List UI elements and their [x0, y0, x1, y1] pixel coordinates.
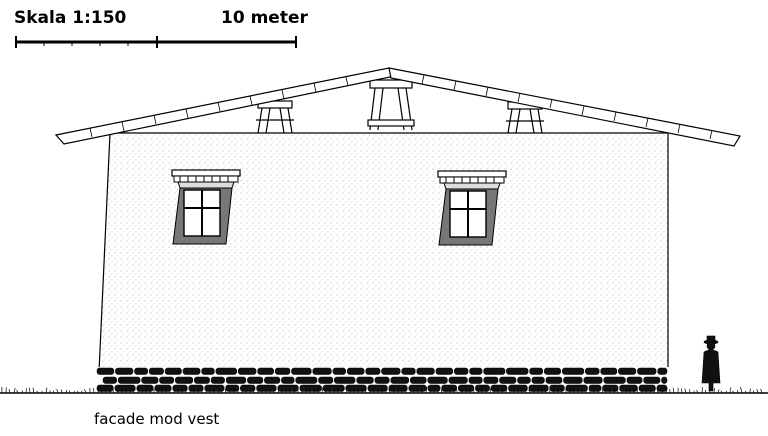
person-silhouette	[701, 335, 721, 392]
roof	[54, 67, 741, 147]
scale-ratio-label: Skala 1:150	[14, 8, 127, 28]
ground-line	[0, 386, 768, 394]
scale-distance-label: 10 meter	[221, 8, 308, 28]
drawing-caption: facade mod vest	[94, 410, 220, 428]
scale-bar	[15, 36, 297, 48]
stone-foundation	[96, 367, 669, 393]
facade-wall	[98, 132, 669, 373]
window-left	[171, 169, 241, 245]
window-right	[437, 170, 507, 246]
